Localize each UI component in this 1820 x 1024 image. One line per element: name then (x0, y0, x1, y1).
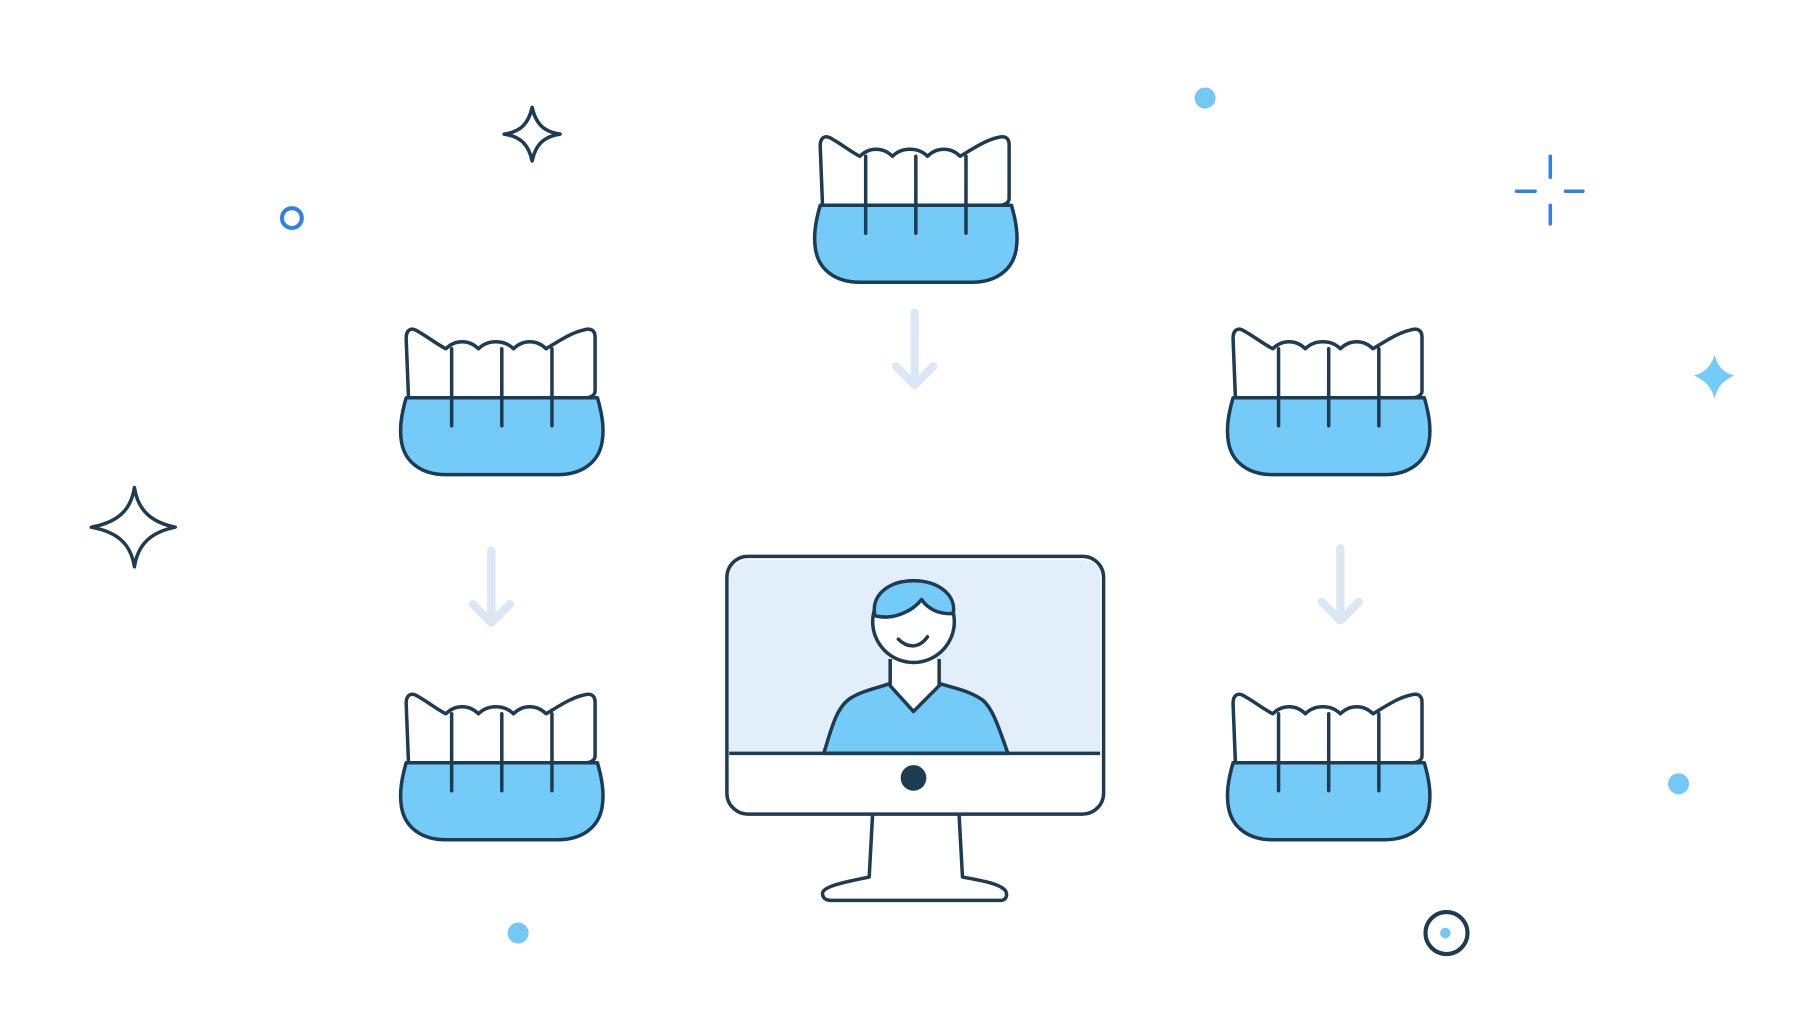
monitor-power-dot (900, 765, 927, 791)
monitor-icon (725, 554, 1106, 903)
sparkle-icon (1514, 154, 1585, 226)
ring-icon (1423, 909, 1470, 957)
sparkle-icon (1693, 354, 1735, 399)
arrow-down-icon-left (473, 550, 510, 622)
dot-icon (507, 922, 529, 944)
person-avatar-icon (821, 579, 1010, 756)
arrow-down-icon-center (896, 313, 933, 385)
dot-icon (1194, 87, 1216, 109)
sparkle-icon (89, 485, 177, 569)
teeth-aligner-icon-left-bottom (398, 692, 605, 842)
teeth-aligner-icon-top (812, 134, 1019, 284)
sparkle-icon (502, 105, 562, 163)
arrow-down-icon-right (1322, 548, 1359, 620)
teeth-aligner-icon-right-bottom (1225, 692, 1432, 842)
ring-icon (279, 206, 304, 231)
dot-icon (1668, 773, 1690, 795)
teeth-aligner-icon-left-middle (398, 327, 605, 477)
teeth-aligner-icon-right-middle (1225, 327, 1432, 477)
